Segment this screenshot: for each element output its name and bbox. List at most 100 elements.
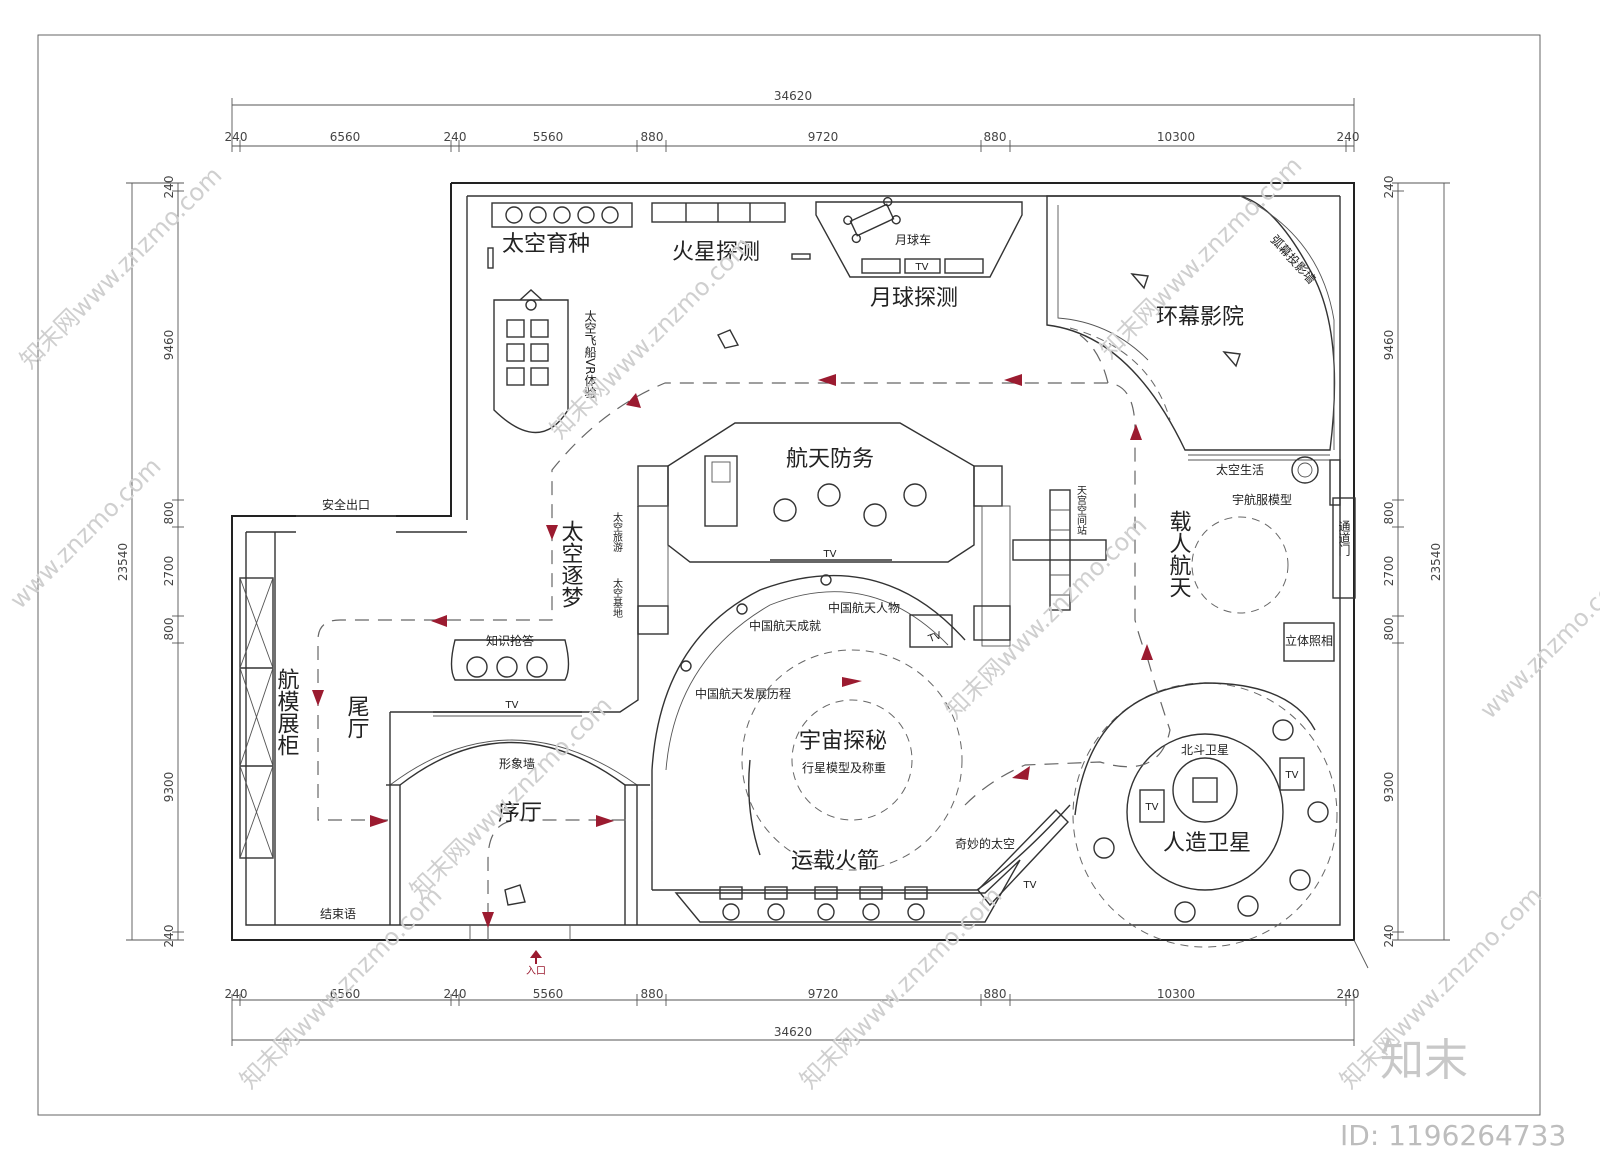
dim-right-1: 9460 bbox=[1382, 330, 1396, 361]
dim-total-bottom: 34620 bbox=[774, 1025, 812, 1039]
dim-left-1: 9460 bbox=[162, 330, 176, 361]
drawing-frame bbox=[37, 34, 1541, 1116]
dim-top-6: 880 bbox=[984, 130, 1007, 144]
dim-total-right: 23540 bbox=[1429, 543, 1443, 581]
dim-left-3: 2700 bbox=[162, 556, 176, 587]
rocket-display bbox=[674, 809, 1069, 923]
interior-walls bbox=[386, 506, 650, 925]
watermark-5: 知末网www.znzmo.com bbox=[404, 691, 617, 904]
label-wonder: 奇妙的太空 bbox=[955, 836, 1015, 851]
space-life-area bbox=[1188, 454, 1356, 662]
dome-cinema bbox=[1046, 195, 1336, 451]
zone-satellite: 人造卫星 bbox=[1163, 831, 1251, 856]
zone-model-cabinet: 航模展柜 bbox=[274, 668, 300, 756]
satellite-zone bbox=[1072, 682, 1338, 948]
dim-top-3: 5560 bbox=[533, 130, 564, 144]
dim-top-4: 880 bbox=[641, 130, 664, 144]
label-history: 中国航天发展历程 bbox=[695, 686, 791, 701]
watermarks: 知末网www.znzmo.com 知末网www.znzmo.com 知末网www… bbox=[4, 151, 1600, 1152]
space-station-model bbox=[1012, 489, 1107, 611]
zone-moon: 月球探测 bbox=[870, 286, 958, 311]
dim-bot-3: 5560 bbox=[533, 987, 564, 1001]
dim-left-2: 800 bbox=[162, 502, 176, 525]
dim-bot-2: 240 bbox=[444, 987, 467, 1001]
vr-ship bbox=[493, 289, 569, 434]
zone-rocket: 运载火箭 bbox=[791, 849, 879, 874]
dim-right-3: 2700 bbox=[1382, 556, 1396, 587]
label-space-life: 太空生活 bbox=[1216, 462, 1264, 477]
zone-space-breeding: 太空育种 bbox=[502, 232, 590, 257]
label-arc-screen: 弧幕投影墙 bbox=[1268, 232, 1319, 287]
dim-top-2: 240 bbox=[444, 130, 467, 144]
zone-dream: 太空逐梦 bbox=[558, 520, 584, 608]
zone-manned: 载人航天 bbox=[1166, 510, 1192, 598]
dimension-lines bbox=[126, 98, 1450, 1046]
person-figures bbox=[504, 329, 740, 906]
watermark-6: 知末网www.znzmo.com bbox=[939, 511, 1152, 724]
route-arrows bbox=[312, 374, 1153, 964]
dim-top-8: 240 bbox=[1337, 130, 1360, 144]
label-moon-rover: 月球车 bbox=[895, 232, 931, 247]
sat-tv-label-1: TV bbox=[1145, 802, 1159, 813]
dim-right-5: 9300 bbox=[1382, 772, 1396, 803]
dim-bot-4: 880 bbox=[641, 987, 664, 1001]
model-cabinet bbox=[239, 532, 276, 925]
dim-right-4: 800 bbox=[1382, 618, 1396, 641]
dim-bot-1: 6560 bbox=[330, 987, 361, 1001]
watermark-2: 知末网www.znzmo.com bbox=[544, 231, 757, 444]
watermark-id: ID: 1196264733 bbox=[1340, 1119, 1566, 1152]
dim-right-2: 800 bbox=[1382, 502, 1396, 525]
wonder-tv-label: TV bbox=[1023, 880, 1037, 891]
zone-lobby: 序厅 bbox=[498, 801, 542, 826]
watermark-4: www.znzmo.com bbox=[4, 452, 166, 614]
zone-mars: 火星探测 bbox=[672, 240, 760, 265]
dim-left-0: 240 bbox=[162, 176, 176, 199]
label-entrance: 入口 bbox=[526, 966, 546, 977]
dim-top-1: 6560 bbox=[330, 130, 361, 144]
label-passage: 通道门 bbox=[1337, 520, 1351, 556]
quiz-tv-label: TV bbox=[505, 700, 519, 711]
dim-bot-6: 880 bbox=[984, 987, 1007, 1001]
watermark-1: 知末网www.znzmo.com bbox=[14, 161, 227, 374]
label-people: 中国航天人物 bbox=[828, 600, 900, 615]
watermark-10: www.znzmo.com bbox=[1474, 562, 1600, 724]
moon-display bbox=[815, 196, 1023, 278]
label-planet-scale: 行星模型及称重 bbox=[802, 761, 886, 775]
zone-cosmos: 宇宙探秘 bbox=[799, 729, 887, 754]
label-station: 天宫空间站 bbox=[1075, 485, 1087, 536]
dim-top-7: 10300 bbox=[1157, 130, 1195, 144]
label-safe-exit: 安全出口 bbox=[322, 497, 370, 512]
dim-left-6: 240 bbox=[162, 925, 176, 948]
defense-tv-label: TV bbox=[823, 549, 837, 560]
label-beidou: 北斗卫星 bbox=[1181, 743, 1229, 757]
dim-bot-0: 240 bbox=[225, 987, 248, 1001]
zone-defense: 航天防务 bbox=[786, 447, 874, 472]
label-base: 太空基地 bbox=[611, 577, 623, 618]
label-ending: 结束语 bbox=[320, 907, 356, 921]
dim-total-left: 23540 bbox=[116, 543, 130, 581]
label-suit-model: 宇航服模型 bbox=[1232, 492, 1292, 507]
dim-top-5: 9720 bbox=[808, 130, 839, 144]
dim-left-5: 9300 bbox=[162, 772, 176, 803]
breeding-display bbox=[487, 202, 633, 269]
dim-left-4: 800 bbox=[162, 618, 176, 641]
dim-right-0: 240 bbox=[1382, 176, 1396, 199]
zone-tail-hall: 尾厅 bbox=[344, 695, 370, 739]
dimension-labels: 34620 240 6560 240 5560 880 9720 880 103… bbox=[116, 89, 1443, 1039]
sat-tv-label-2: TV bbox=[1285, 770, 1299, 781]
label-vr-ship: 太空飞船VR体验 bbox=[583, 309, 597, 399]
label-image-wall: 形象墙 bbox=[499, 757, 535, 771]
dim-total-top: 34620 bbox=[774, 89, 812, 103]
watermark-brand: 知末 bbox=[1380, 1035, 1468, 1086]
zone-dome-cinema: 环幕影院 bbox=[1156, 305, 1244, 330]
dim-top-0: 240 bbox=[225, 130, 248, 144]
dim-right-6: 240 bbox=[1382, 925, 1396, 948]
dim-bot-7: 10300 bbox=[1157, 987, 1195, 1001]
dim-bot-8: 240 bbox=[1337, 987, 1360, 1001]
mars-display bbox=[651, 202, 811, 260]
label-photo: 立体照相 bbox=[1285, 633, 1333, 648]
label-quiz: 知识抢答 bbox=[486, 633, 534, 648]
people-tv-label: TV bbox=[926, 630, 943, 645]
dim-bot-5: 9720 bbox=[808, 987, 839, 1001]
